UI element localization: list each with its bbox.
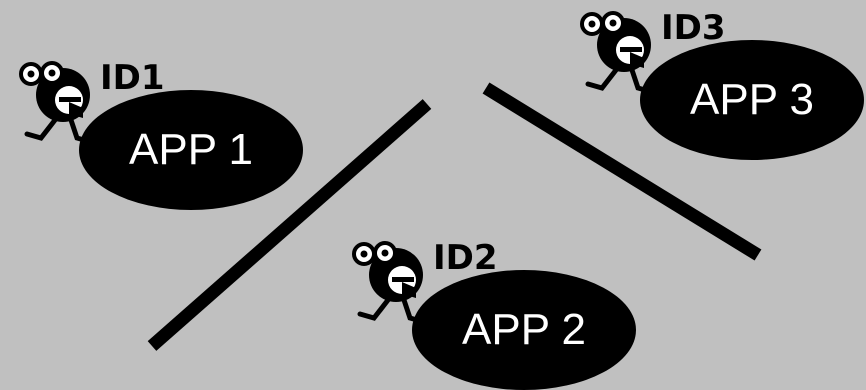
- app-1-label: APP 1: [129, 125, 253, 174]
- e-mascot-icon: [580, 11, 655, 95]
- app-2-label: APP 2: [462, 305, 586, 354]
- app-3-id: ID3: [661, 8, 726, 48]
- e-mascot-icon: [19, 61, 94, 145]
- app-3-label: APP 3: [690, 75, 814, 124]
- e-mascot-icon: [352, 241, 427, 325]
- app-2-oval: APP 2: [412, 270, 636, 390]
- divider-line-left: [147, 99, 432, 351]
- app-1-oval: APP 1: [79, 90, 303, 210]
- app-1-id: ID1: [100, 58, 165, 98]
- divider-line-right: [482, 82, 762, 261]
- app-3-oval: APP 3: [640, 40, 864, 160]
- app-2-id: ID2: [433, 238, 498, 278]
